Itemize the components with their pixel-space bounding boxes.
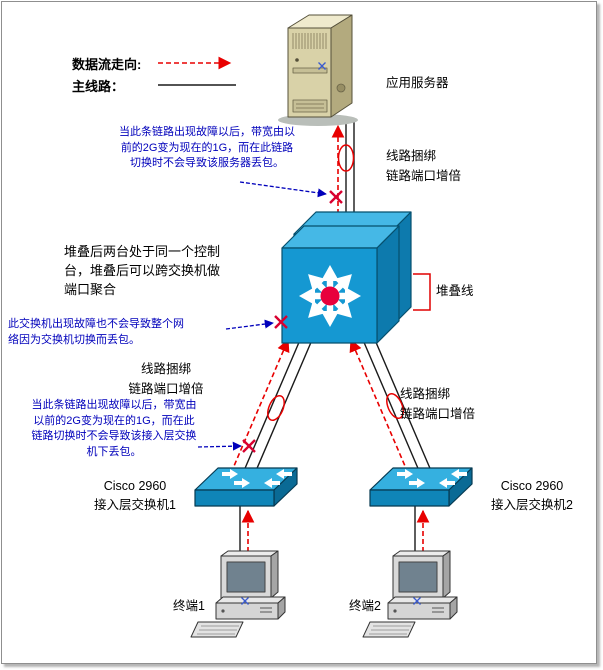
note-line: 以前的2G变为现在的1G，而在此 (33, 414, 195, 427)
access-label-line: Cisco 2960 (500, 479, 564, 493)
desktop-case (387, 602, 451, 620)
desktop-case (215, 602, 279, 620)
bundle-ellipse (267, 394, 285, 422)
note-pointer-arrow (197, 441, 242, 451)
note-pointer-arrow (239, 181, 327, 198)
bundle-label-line: 线路捆绑 (386, 149, 437, 163)
access-label-line: Cisco 2960 (103, 479, 167, 493)
access1-uplink (227, 338, 313, 481)
core-switch-icon (281, 211, 412, 344)
note-line: 切换时不会导致该服务器丢包。 (130, 157, 284, 169)
note-server-link: 当此条链路出现故障以后，带宽由以 前的2G变为现在的1G，而在此链路 切换时不会… (112, 125, 302, 172)
terminal-1-label: 终端1 (173, 599, 205, 613)
bundle-label-line: 线路捆绑 (140, 362, 191, 376)
terminal-2-label: 终端2 (349, 599, 381, 613)
note-line: 机下丢包。 (86, 445, 142, 458)
flow-arrow (227, 338, 290, 481)
main-line (362, 339, 424, 481)
stack-line-bracket (413, 273, 431, 311)
access-label-line: 接入层交换机1 (94, 498, 176, 512)
monitor-screen (398, 561, 438, 593)
note-access-link: 当此条链路出现故障以后，带宽由 以前的2G变为现在的1G，而在此 链路切换时不会… (26, 398, 202, 460)
bundle-label-line: 线路捆绑 (400, 387, 451, 401)
power-button (295, 58, 299, 62)
legend-main-label: 主线路： (72, 79, 125, 94)
main-line (239, 339, 301, 481)
bundle-label-line: 链路端口增倍 (400, 407, 476, 421)
note-line: 端口聚合 (64, 282, 117, 297)
core-switch-note: 堆叠后两台处于同一个控制 台，堆叠后可以跨交换机做 端口聚合 (64, 242, 220, 299)
note-pointer-arrow (225, 319, 274, 330)
server-vents (292, 33, 327, 49)
side-vent (336, 83, 346, 93)
access-switch-2-label: Cisco 2960 接入层交换机2 (478, 477, 586, 515)
terminal-1-icon (190, 550, 286, 638)
server-label: 应用服务器 (386, 76, 449, 90)
keyboard (362, 621, 416, 638)
note-line: 络因为交换机切换而丢包。 (8, 333, 140, 346)
failure-x-icon (241, 438, 257, 454)
keyboard (190, 621, 244, 638)
access-switch-1-label: Cisco 2960 接入层交换机1 (84, 477, 186, 515)
drive-bay (292, 67, 328, 74)
flow-arrow (349, 338, 412, 481)
main-line (374, 339, 436, 481)
note-line: 当此条链路出现故障以后，带宽由 (31, 399, 197, 411)
note-line: 此交换机出现故障也不会导致整个网 (8, 318, 184, 330)
server-icon (278, 14, 358, 126)
access2-uplink (349, 338, 436, 481)
bundle-ellipse (386, 392, 404, 420)
note-line: 链路切换时不会导致该接入层交换 (31, 430, 197, 442)
bundle-ellipse (337, 144, 355, 172)
bundle-label-left: 线路捆绑 链路端口增倍 (118, 359, 214, 399)
access-label-line: 接入层交换机2 (491, 498, 573, 512)
bundle-label-line: 链路端口增倍 (128, 382, 204, 396)
terminal-2-icon (362, 550, 458, 638)
legend-flow-label: 数据流走向: (72, 57, 142, 72)
note-line: 台，堆叠后可以跨交换机做 (64, 263, 221, 278)
bundle-label-right: 线路捆绑 链路端口增倍 (400, 384, 475, 424)
stack-line-label: 堆叠线 (436, 284, 474, 298)
failure-x-icon (328, 189, 344, 205)
star-center-dot (320, 286, 340, 306)
note-line: 堆叠后两台处于同一个控制 (64, 244, 221, 259)
access-switch-1-icon (194, 467, 298, 507)
bundle-label-top: 线路捆绑 链路端口增倍 (386, 146, 461, 186)
note-line: 前的2G变为现在的1G，而在此链路 (120, 141, 294, 154)
monitor-screen (226, 561, 266, 593)
note-line: 当此条链路出现故障以后，带宽由以 (119, 126, 295, 138)
bundle-label-line: 链路端口增倍 (386, 169, 462, 183)
access-switch-2-icon (369, 467, 473, 507)
multilayer-switch-star-icon (299, 265, 361, 327)
note-core-fail: 此交换机出现故障也不会导致整个网 络因为交换机切换而丢包。 (8, 317, 184, 348)
core-switch-front-unit (281, 225, 400, 344)
